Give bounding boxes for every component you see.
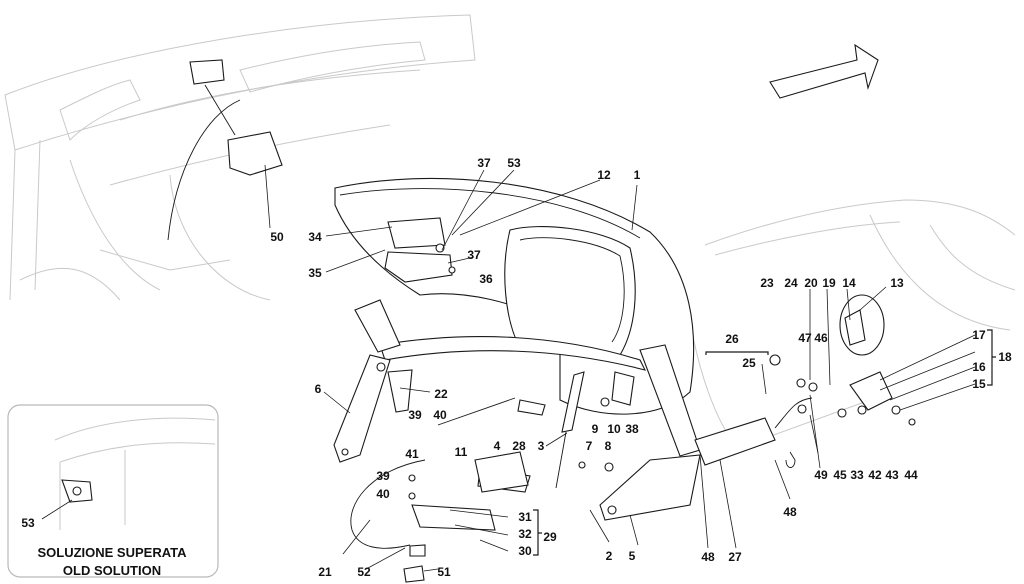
callout-49: 49: [814, 468, 828, 482]
callout-40-upper: 40: [433, 408, 447, 422]
callout-22: 22: [434, 387, 448, 401]
callout-26: 26: [725, 332, 739, 346]
callout-47: 47: [798, 331, 812, 345]
callout-39-lower: 39: [376, 469, 390, 483]
callout-21: 21: [318, 565, 332, 579]
inset-label-line2: OLD SOLUTION: [63, 563, 161, 578]
callout-11: 11: [455, 445, 468, 459]
callout-28: 28: [512, 439, 526, 453]
callout-38: 38: [625, 422, 639, 436]
callout-15: 15: [972, 377, 986, 391]
callout-37-top: 37: [477, 156, 491, 170]
callout-16: 16: [972, 360, 986, 374]
right-hinge: [599, 344, 701, 521]
gas-struts: [387, 369, 585, 489]
callout-36: 36: [479, 272, 493, 286]
callout-5: 5: [629, 549, 636, 563]
callout-45: 45: [833, 468, 847, 482]
callout-53-top: 53: [507, 156, 521, 170]
callout-46: 46: [814, 331, 828, 345]
actuator: [694, 397, 813, 468]
callout-34: 34: [308, 230, 322, 244]
callout-33: 33: [850, 468, 864, 482]
callout-brackets: [533, 329, 996, 556]
callout-43: 43: [885, 468, 899, 482]
release-cable: [350, 397, 516, 549]
callout-42: 42: [868, 468, 882, 482]
callout-48-right: 48: [783, 505, 797, 519]
callout-10: 10: [607, 422, 621, 436]
callout-48-bottom: 48: [701, 550, 715, 564]
callout-23: 23: [760, 276, 774, 290]
callout-6: 6: [315, 382, 322, 396]
callout-41: 41: [405, 447, 419, 461]
leader-lines: [264, 164, 976, 572]
callout-35: 35: [308, 266, 322, 280]
callout-19: 19: [822, 276, 836, 290]
direction-arrow-icon: [769, 43, 879, 99]
cross-member: [379, 336, 647, 371]
callout-labels: 1 2 3 4 5 6 7 8 9 10 11 12 13 14 15 16 1…: [21, 156, 1012, 579]
callout-53-inset: 53: [21, 516, 35, 530]
callout-7: 7: [586, 439, 593, 453]
old-solution-inset: SOLUZIONE SUPERATA OLD SOLUTION: [7, 404, 219, 578]
callout-44: 44: [904, 468, 918, 482]
callout-24: 24: [784, 276, 798, 290]
callout-30: 30: [518, 544, 532, 558]
top-hinge-detail: [167, 59, 283, 241]
callout-13: 13: [890, 276, 904, 290]
callout-50: 50: [270, 230, 284, 244]
callout-32: 32: [518, 527, 532, 541]
callout-1: 1: [634, 168, 641, 182]
car-body-ghost: [4, 14, 476, 301]
callout-29: 29: [543, 530, 557, 544]
callout-31: 31: [518, 510, 532, 524]
callout-40-lower: 40: [376, 487, 390, 501]
callout-52: 52: [357, 565, 371, 579]
left-hinge: [333, 299, 401, 463]
callout-37-mid: 37: [467, 248, 481, 262]
callout-2: 2: [606, 549, 613, 563]
callout-8: 8: [605, 439, 612, 453]
fuel-flap: [839, 294, 885, 356]
callout-4: 4: [494, 439, 501, 453]
callout-17: 17: [972, 328, 986, 342]
callout-14: 14: [842, 276, 856, 290]
callout-20: 20: [804, 276, 818, 290]
callout-9: 9: [592, 422, 599, 436]
callout-27: 27: [728, 550, 742, 564]
hardware: [403, 354, 867, 583]
callout-3: 3: [538, 439, 545, 453]
inset-label-line1: SOLUZIONE SUPERATA: [37, 545, 187, 560]
callout-18: 18: [998, 350, 1012, 364]
callout-25: 25: [742, 356, 756, 370]
callout-39-upper: 39: [408, 408, 422, 422]
callout-51: 51: [437, 565, 451, 579]
callout-12: 12: [597, 168, 611, 182]
